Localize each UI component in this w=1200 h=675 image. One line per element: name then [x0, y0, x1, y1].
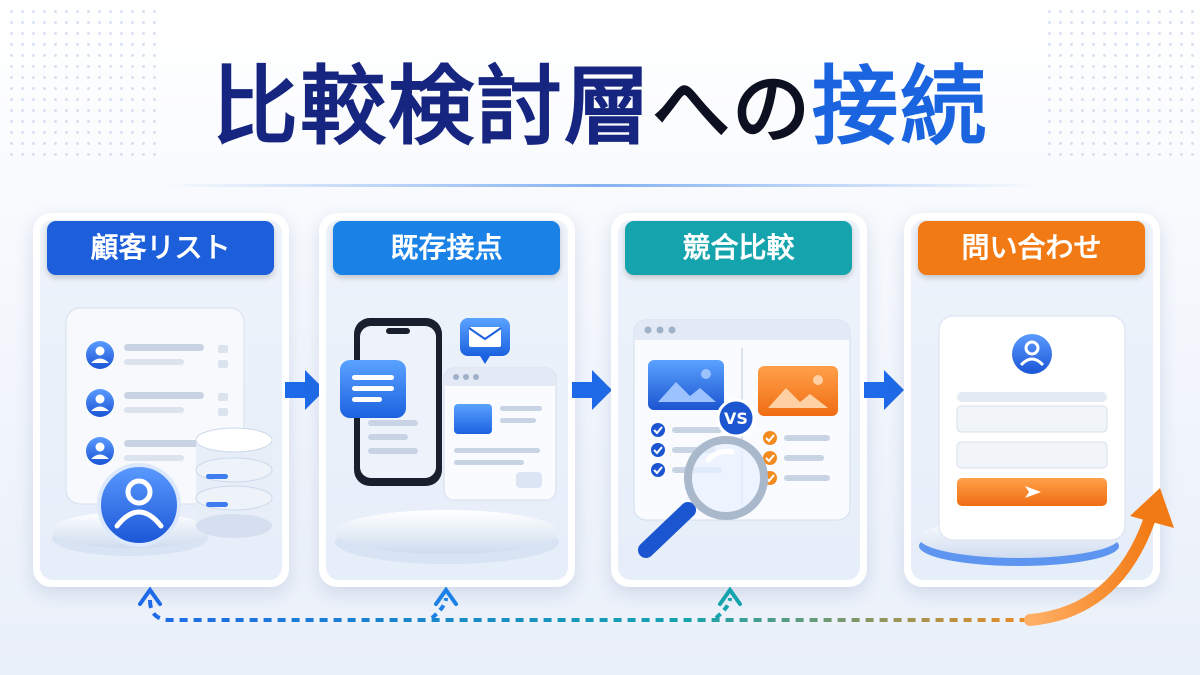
step-card-customer-list: 顧客リスト	[33, 213, 289, 587]
magnifier-icon	[638, 436, 768, 558]
card-3-panel: VS	[618, 220, 860, 580]
title-underline	[160, 184, 1040, 187]
step-card-existing-touchpoints: 既存接点	[319, 213, 575, 587]
loop-up-arrow-icon	[138, 586, 162, 606]
step-label-customer-list: 顧客リスト	[47, 221, 274, 275]
checkmark-icon	[763, 431, 777, 445]
dot-pattern-left	[6, 6, 156, 156]
card-2-panel	[326, 220, 568, 580]
envelope-icon	[460, 318, 510, 364]
database-icon	[195, 427, 273, 538]
send-icon	[1025, 486, 1041, 498]
loop-up-arrow-icon	[434, 586, 458, 606]
user-list-rows	[86, 341, 228, 465]
vs-badge-circle	[716, 398, 756, 438]
card-1-panel	[40, 220, 282, 580]
arrow-right-icon	[864, 370, 904, 410]
step-card-inquiry: 問い合わせ	[904, 213, 1160, 587]
platform-top	[335, 510, 559, 554]
step-label-existing-touchpoints: 既存接点	[333, 221, 560, 275]
title-part-2: への	[651, 65, 812, 155]
checkmark-icon	[763, 451, 777, 465]
step-label-inquiry: 問い合わせ	[918, 221, 1145, 275]
user-icon	[97, 463, 181, 547]
dashed-loop-line	[148, 599, 1040, 622]
customer-list-illustration	[52, 307, 273, 556]
step-label-competitor-comparison: 競合比較	[625, 221, 852, 275]
step-card-competitor-comparison: VS 競合比較	[611, 213, 867, 587]
title-part-1: 比較検討層	[211, 57, 652, 157]
browser-window-icon	[443, 367, 557, 501]
vs-badge: VS	[724, 409, 748, 428]
title-part-3: 接続	[812, 57, 988, 157]
checkmark-icon	[651, 443, 665, 457]
contact-form	[938, 315, 1126, 541]
image-card-right-icon	[758, 366, 838, 416]
checklist-right	[763, 431, 830, 485]
arrow-right-icon	[285, 370, 325, 410]
touchpoints-illustration	[335, 318, 559, 564]
checkmark-icon	[651, 423, 665, 437]
arrow-right-icon	[572, 370, 612, 410]
dot-pattern-right	[1044, 6, 1194, 156]
loop-up-arrow-icon	[718, 586, 742, 606]
message-card-icon	[340, 360, 406, 418]
checkmark-icon	[651, 463, 665, 477]
comparison-illustration: VS	[633, 319, 851, 558]
page-title: 比較検討層への接続	[0, 52, 1200, 165]
image-card-left-icon	[648, 360, 724, 410]
card-4-panel	[911, 220, 1153, 580]
